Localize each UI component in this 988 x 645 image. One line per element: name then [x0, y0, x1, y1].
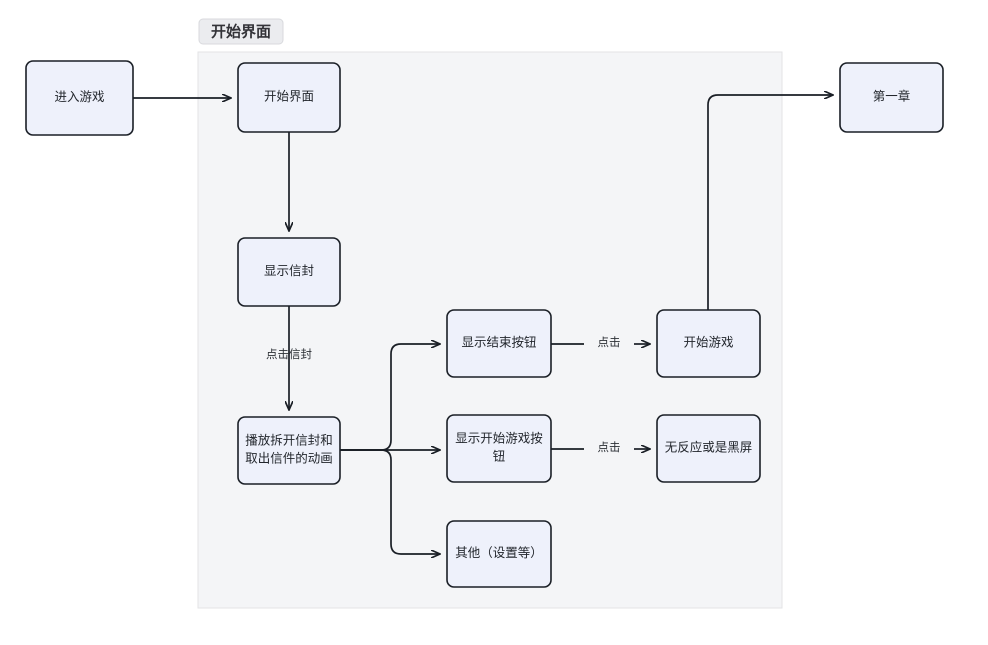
edge-animation-to-other — [340, 449, 440, 554]
node-no-response-black-screen-box[interactable] — [656, 414, 761, 483]
node-show-start-game-button-box[interactable] — [446, 414, 552, 483]
edge-start-game-to-chapter-one — [707, 95, 833, 310]
node-no-response-black-screen[interactable]: 无反应或是黑屏 — [656, 414, 761, 483]
node-start-screen-box[interactable] — [237, 62, 341, 133]
node-enter-game-label: 进入游戏 — [54, 90, 104, 104]
node-show-end-button-box[interactable] — [446, 309, 552, 378]
node-show-envelope-box[interactable] — [237, 237, 341, 307]
subgraph-label-background — [198, 18, 284, 45]
edges-layer — [133, 95, 833, 554]
node-other-settings-box[interactable] — [446, 520, 552, 588]
node-show-start-game-button[interactable]: 显示开始游戏按钮 — [446, 414, 552, 483]
node-start-game-label: 开始游戏 — [683, 336, 733, 350]
node-show-end-button-label: 显示结束按钮 — [461, 335, 536, 350]
node-other-settings-label: 其他（设置等） — [455, 545, 543, 560]
node-enter-game[interactable]: 进入游戏 — [25, 60, 134, 136]
node-no-response-black-screen-label: 无反应或是黑屏 — [665, 440, 753, 455]
node-start-game-box[interactable] — [656, 309, 761, 378]
node-start-screen-label: 开始界面 — [264, 90, 314, 104]
node-play-open-envelope-animation-box[interactable] — [237, 416, 341, 485]
node-show-start-game-button-label: 显示开始游戏按钮 — [455, 432, 543, 464]
edge-envelope-to-animation-label: 点击信封 — [266, 347, 312, 361]
node-chapter-one-label: 第一章 — [873, 89, 911, 104]
node-show-envelope-label: 显示信封 — [264, 264, 314, 278]
node-chapter-one-box[interactable] — [839, 62, 944, 133]
node-start-screen[interactable]: 开始界面 — [237, 62, 341, 133]
node-play-open-envelope-animation[interactable]: 播放拆开信封和取出信件的动画 — [237, 416, 341, 485]
edge-end-button-to-start-game-label: 点击 — [598, 336, 621, 349]
node-start-game[interactable]: 开始游戏 — [656, 309, 761, 378]
subgraph-label: 开始界面 — [211, 22, 271, 40]
node-show-end-button[interactable]: 显示结束按钮 — [446, 309, 552, 378]
node-other-settings[interactable]: 其他（设置等） — [446, 520, 552, 588]
edge-start-button-to-no-response-label: 点击 — [598, 441, 621, 454]
node-play-open-envelope-animation-label: 播放拆开信封和取出信件的动画 — [245, 433, 333, 466]
node-chapter-one[interactable]: 第一章 — [839, 62, 944, 133]
node-show-envelope[interactable]: 显示信封 — [237, 237, 341, 307]
node-enter-game-box[interactable] — [25, 60, 134, 136]
